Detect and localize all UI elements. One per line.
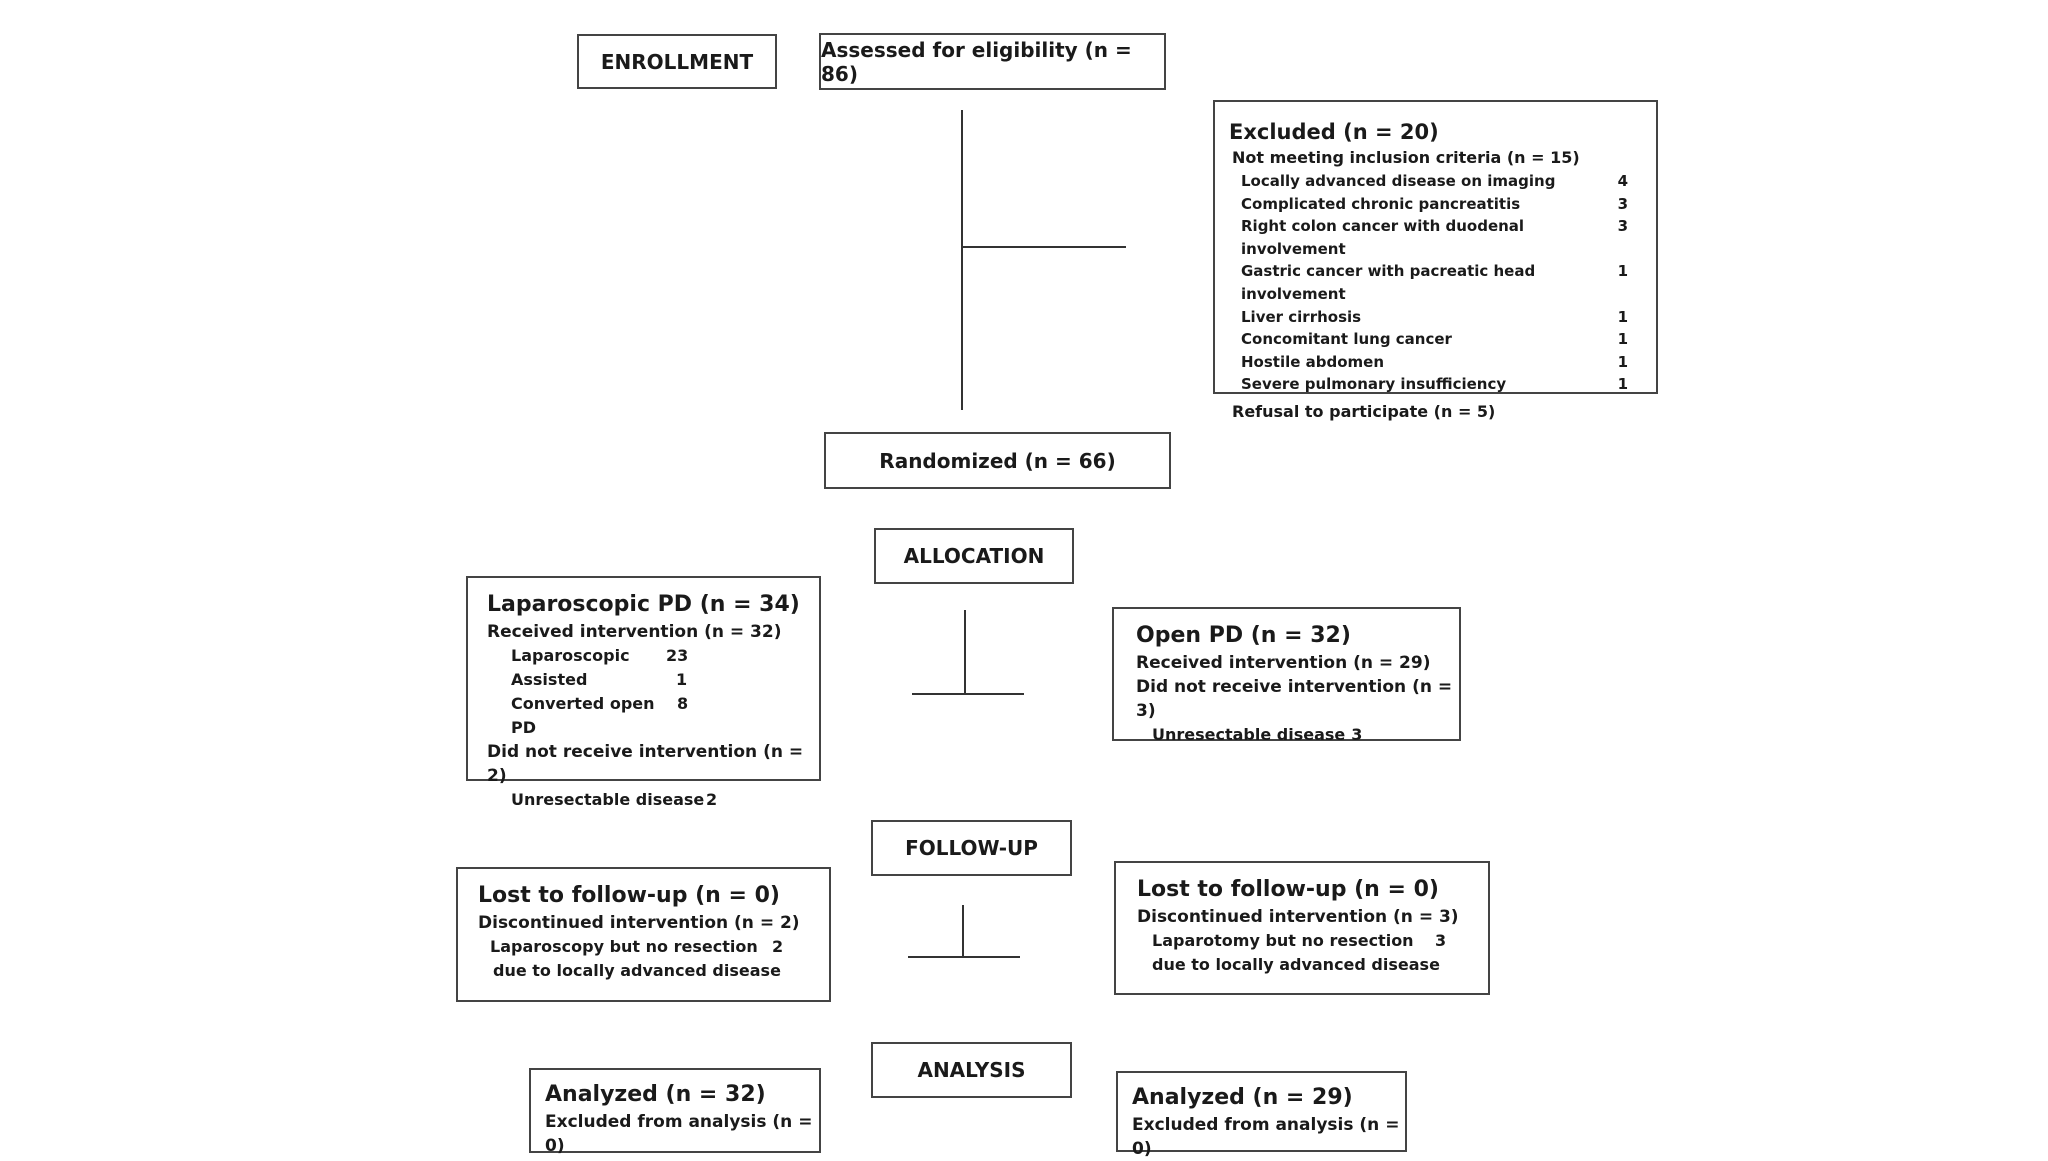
lap-intervention-item: Laparoscopic 23 — [487, 644, 819, 668]
exclusion-reason: Gastric cancer with pacreatic head invol… — [1229, 260, 1628, 305]
reason-text: due to locally advanced disease — [1152, 955, 1440, 974]
lap-received-intervention: Received intervention (n = 32) — [487, 622, 782, 642]
reason-count: 3 — [1617, 194, 1628, 213]
item-count: 8 — [677, 694, 689, 713]
lap-intervention-item: Converted open PD 8 — [487, 692, 819, 740]
reason-count: 1 — [1617, 352, 1628, 371]
open-analyzed: Analyzed (n = 29) — [1132, 1085, 1353, 1110]
lap-discontinued-reason: Laparoscopy but no resection 2 — [478, 935, 829, 959]
open-pd-title: Open PD (n = 32) — [1136, 623, 1351, 648]
allocation-label: ALLOCATION — [874, 528, 1074, 584]
lap-lost-to-followup: Lost to follow-up (n = 0) — [478, 883, 780, 908]
item-label: Unresectable disease — [1152, 725, 1346, 744]
reason-label: Right colon cancer with duodenal involve… — [1241, 217, 1525, 258]
enrollment-vertical-connector — [961, 110, 963, 410]
reason-label: Gastric cancer with pacreatic head invol… — [1241, 262, 1536, 303]
reason-label: Severe pulmonary insufficiency — [1241, 375, 1507, 394]
excluded-box: Excluded (n = 20) Not meeting inclusion … — [1213, 100, 1658, 421]
reason-count: 1 — [1617, 262, 1628, 281]
reason-label: Liver cirrhosis — [1241, 307, 1362, 326]
refusal-to-participate: Refusal to participate (n = 5) — [1232, 401, 1496, 421]
reason-count: 4 — [1617, 172, 1628, 190]
reason-label: Locally advanced disease on imaging — [1241, 172, 1556, 190]
lap-discontinued-reason-cont: due to locally advanced disease — [478, 959, 829, 983]
open-excluded-from-analysis: Excluded from analysis (n = 0) — [1132, 1115, 1400, 1159]
item-label: Unresectable disease — [511, 790, 705, 809]
open-followup-box: Lost to follow-up (n = 0) Discontinued i… — [1114, 861, 1490, 995]
exclusion-reason: Liver cirrhosis 1 — [1229, 306, 1628, 329]
reason-text: Laparotomy but no resection — [1152, 931, 1414, 950]
lap-excluded-from-analysis: Excluded from analysis (n = 0) — [545, 1112, 813, 1156]
exclusion-reason: Concomitant lung cancer 1 — [1229, 328, 1628, 351]
reason-label: Concomitant lung cancer — [1241, 330, 1452, 349]
open-not-received: Did not receive intervention (n = 3) — [1136, 677, 1453, 721]
exclusion-reason: Hostile abdomen 1 — [1229, 351, 1628, 374]
open-allocation-box: Open PD (n = 32) Received intervention (… — [1112, 607, 1461, 744]
laparoscopic-allocation-box: Laparoscopic PD (n = 34) Received interv… — [466, 576, 821, 809]
exclusion-reasons-list: Locally advanced disease on imaging 4 Com… — [1229, 170, 1628, 396]
item-count: 23 — [666, 646, 689, 665]
randomized-box: Randomized (n = 66) — [824, 432, 1171, 489]
laparoscopic-pd-title: Laparoscopic PD (n = 34) — [487, 592, 800, 617]
reason-label: Hostile abdomen — [1241, 352, 1385, 371]
allocation-horizontal-connector — [912, 693, 1024, 695]
open-discontinued-reason-cont: due to locally advanced disease — [1137, 953, 1488, 977]
exclusion-reason: Complicated chronic pancreatitis 3 — [1229, 193, 1628, 216]
item-label: Assisted — [511, 670, 588, 689]
excluded-horizontal-connector — [961, 246, 1126, 248]
item-count: 3 — [1351, 725, 1363, 744]
reason-count: 2 — [772, 937, 784, 956]
open-unresectable: Unresectable disease 3 — [1136, 723, 1459, 747]
open-lost-to-followup: Lost to follow-up (n = 0) — [1137, 877, 1439, 902]
lap-not-received: Did not receive intervention (n = 2) — [487, 742, 804, 786]
item-label: Laparoscopic — [511, 646, 630, 665]
lap-intervention-item: Assisted 1 — [487, 668, 819, 692]
laparoscopic-analysis-box: Analyzed (n = 32) Excluded from analysis… — [529, 1068, 821, 1156]
follow-up-label: FOLLOW-UP — [871, 820, 1072, 876]
followup-horizontal-connector — [908, 956, 1020, 958]
item-count: 1 — [676, 670, 688, 689]
reason-label: Complicated chronic pancreatitis — [1241, 194, 1521, 213]
item-count: 2 — [706, 790, 718, 809]
exclusion-reason: Right colon cancer with duodenal involve… — [1229, 215, 1628, 260]
reason-count: 3 — [1617, 217, 1628, 236]
assessed-for-eligibility-box: Assessed for eligibility (n = 86) — [819, 33, 1166, 90]
reason-text: Laparoscopy but no resection — [490, 937, 758, 956]
followup-vertical-connector — [962, 905, 964, 958]
exclusion-reason: Locally advanced disease on imaging 4 — [1229, 170, 1628, 193]
reason-count: 3 — [1435, 931, 1447, 950]
lap-discontinued: Discontinued intervention (n = 2) — [478, 913, 800, 933]
enrollment-label: ENROLLMENT — [577, 34, 777, 89]
laparoscopic-followup-box: Lost to follow-up (n = 0) Discontinued i… — [456, 867, 831, 1002]
open-discontinued: Discontinued intervention (n = 3) — [1137, 907, 1459, 927]
analysis-label: ANALYSIS — [871, 1042, 1072, 1098]
reason-text: due to locally advanced disease — [493, 961, 781, 980]
allocation-vertical-connector — [964, 610, 966, 695]
reason-count: 1 — [1617, 330, 1628, 349]
lap-analyzed: Analyzed (n = 32) — [545, 1082, 766, 1107]
reason-count: 1 — [1617, 307, 1628, 326]
open-analysis-box: Analyzed (n = 29) Excluded from analysis… — [1116, 1071, 1407, 1159]
open-discontinued-reason: Laparotomy but no resection 3 — [1137, 929, 1488, 953]
exclusion-reason: Severe pulmonary insufficiency 1 — [1229, 373, 1628, 396]
reason-count: 1 — [1617, 375, 1628, 394]
excluded-title: Excluded (n = 20) — [1229, 120, 1439, 144]
open-received-intervention: Received intervention (n = 29) — [1136, 653, 1431, 673]
not-meeting-criteria: Not meeting inclusion criteria (n = 15) — [1232, 148, 1580, 167]
item-label: Converted open PD — [511, 694, 655, 737]
